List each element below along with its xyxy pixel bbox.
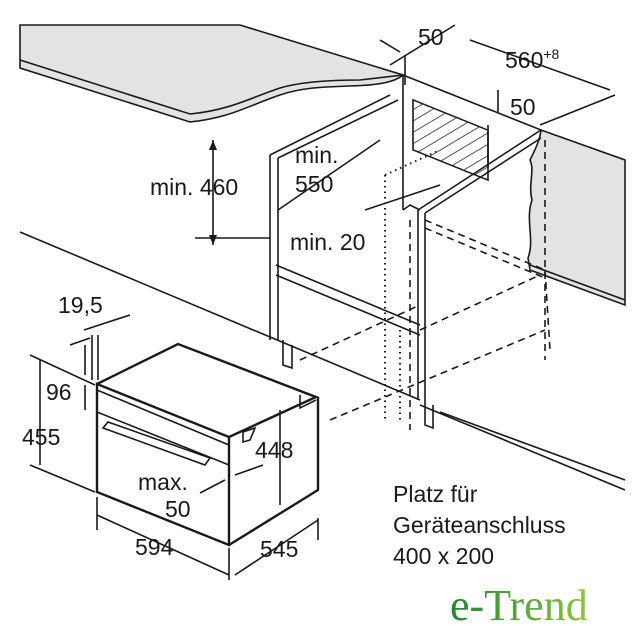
dim-min-depth-1: min.	[295, 142, 338, 168]
cabinet-right-panel	[402, 75, 542, 430]
dim-panel-height: 96	[46, 379, 72, 405]
left-countertop	[19, 24, 405, 123]
etrend-logo: e-Trend	[450, 581, 588, 630]
dim-appliance-width: 594	[135, 534, 174, 560]
dim-body-height: 448	[255, 437, 293, 463]
niche-back-edge	[402, 74, 542, 131]
dim-appliance-depth: 545	[260, 536, 298, 562]
note-line-2: Geräteanschluss	[393, 512, 566, 538]
oven-appliance	[95, 342, 320, 547]
dim-niche-width: 560+8	[505, 46, 560, 73]
right-countertop	[527, 128, 626, 360]
dim-max-label: max.	[138, 469, 188, 495]
dim-vent-height: 50	[510, 94, 536, 120]
dim-front-offset: 19,5	[58, 292, 103, 318]
oven-handle	[101, 421, 212, 466]
dim-min-gap: min. 20	[290, 229, 365, 255]
vent-opening	[412, 98, 489, 182]
cabinet-left-panel	[269, 94, 421, 370]
dim-gap-top: 50	[418, 24, 444, 50]
dimension-lines	[29, 24, 616, 580]
dim-min-height: min. 460	[150, 174, 238, 200]
dim-min-depth-2: 550	[295, 171, 333, 197]
dim-appliance-height: 455	[22, 424, 60, 450]
dim-max-value: 50	[165, 496, 191, 522]
note-line-1: Platz für	[393, 481, 478, 507]
note-line-3: 400 x 200	[393, 543, 494, 569]
